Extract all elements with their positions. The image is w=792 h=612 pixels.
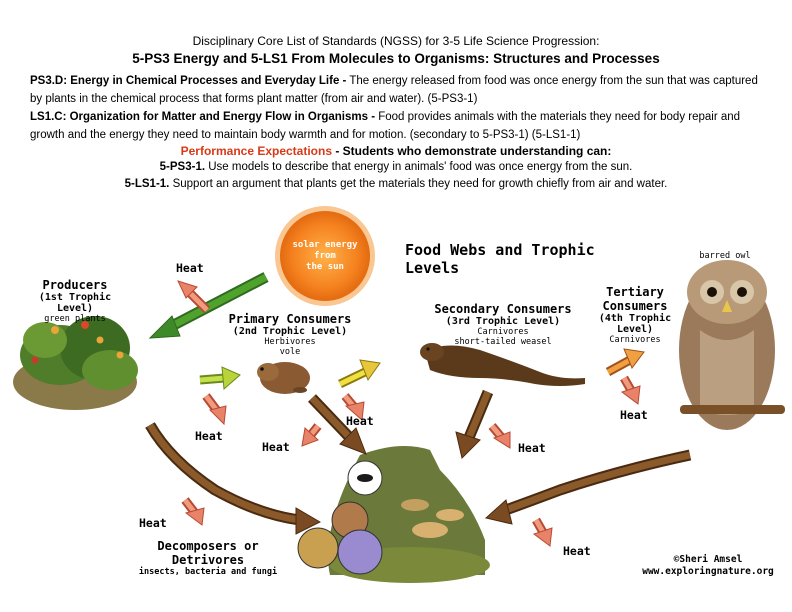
sun-to-producers-arrow bbox=[148, 272, 269, 339]
decomposers-example: insects, bacteria and fungi bbox=[138, 567, 278, 577]
heat-arrow-secondary bbox=[620, 375, 641, 405]
decomposers-label: Decomposers or Detrivores insects, bacte… bbox=[118, 539, 298, 577]
tertiary-consumers-label: Tertiary Consumers (4th Trophic Level) C… bbox=[580, 285, 690, 345]
weasel-illustration bbox=[420, 343, 585, 386]
tertiary-title-2: Consumers bbox=[602, 299, 668, 313]
performance-subtitle: - Students who demonstrate understanding… bbox=[332, 144, 612, 158]
performance-title: Performance Expectations bbox=[180, 144, 333, 158]
heat-arrow-decomposer-tertiary bbox=[532, 517, 553, 547]
energy-arrow-secondary-tertiary bbox=[605, 348, 645, 376]
pe1-code: 5-PS3-1. bbox=[159, 161, 206, 173]
performance-expectation-1: 5-PS3-1. Use models to describe that ene… bbox=[0, 161, 792, 173]
heat-label-decomposer-producers: Heat bbox=[139, 516, 167, 530]
sun-label-line-1: solar energy bbox=[292, 240, 358, 250]
decomposer-arrow-primary bbox=[308, 394, 367, 455]
decomposer-arrow-secondary bbox=[455, 389, 494, 459]
owl-example-label: barred owl bbox=[699, 251, 751, 261]
energy-arrow-primary-secondary bbox=[338, 359, 381, 389]
secondary-consumers-label: Secondary Consumers (3rd Trophic Level) … bbox=[428, 302, 578, 347]
secondary-example: short-tailed weasel bbox=[454, 337, 552, 347]
vole-illustration bbox=[257, 362, 310, 394]
tertiary-role: Carnivores bbox=[609, 335, 661, 345]
performance-heading: Performance Expectations - Students who … bbox=[0, 144, 792, 158]
sun-label: solar energy from the sun bbox=[280, 240, 370, 273]
decomposer-arrow-tertiary bbox=[484, 449, 692, 525]
heat-label-secondary: Heat bbox=[518, 441, 546, 455]
heat-arrow-primary bbox=[341, 393, 365, 422]
heat-label-tertiary: Heat bbox=[620, 408, 648, 422]
heat-arrow-decomposer-producers bbox=[181, 497, 205, 526]
credit-url: www.exploringnature.org bbox=[642, 566, 774, 577]
producers-label: Producers (1st Trophic Level) green plan… bbox=[20, 278, 130, 324]
header-line-1: Disciplinary Core List of Standards (NGS… bbox=[192, 34, 600, 48]
primary-consumers-label: Primary Consumers (2nd Trophic Level) He… bbox=[220, 312, 360, 357]
credit: ©Sheri Amsel www.exploringnature.org bbox=[628, 554, 788, 578]
decomposer-stump-illustration bbox=[297, 446, 490, 583]
heat-arrow-producers-primary bbox=[202, 393, 227, 426]
tertiary-title-1: Tertiary bbox=[606, 285, 664, 299]
energy-arrow-producers-primary bbox=[199, 366, 241, 391]
producers-example: green plants bbox=[44, 314, 106, 324]
pe1-text: Use models to describe that energy in an… bbox=[205, 161, 633, 173]
producers-level: (1st Trophic Level) bbox=[38, 292, 112, 314]
heat-label-decomposer-tertiary: Heat bbox=[563, 544, 591, 558]
decomposer-arrow-producers bbox=[145, 422, 322, 535]
food-web-illustration bbox=[13, 206, 785, 583]
heat-arrow-decomposer-primary bbox=[301, 423, 322, 447]
standard-ls1c-title: LS1.C: Organization for Matter and Energ… bbox=[30, 111, 376, 123]
secondary-level: (3rd Trophic Level) bbox=[445, 316, 561, 327]
standard-ps3d-text: The energy released from food was once e… bbox=[30, 75, 758, 105]
heat-label-primary: Heat bbox=[346, 414, 374, 428]
producers-title: Producers bbox=[42, 278, 108, 292]
performance-expectation-2: 5-LS1-1. Support an argument that plants… bbox=[0, 178, 792, 190]
sun-label-line-2: from bbox=[314, 251, 336, 261]
sun-label-line-3: the sun bbox=[306, 262, 344, 272]
diagram-title: Food Webs and Trophic Levels bbox=[405, 241, 595, 277]
primary-level: (2nd Trophic Level) bbox=[232, 326, 348, 337]
heat-label-producers-primary: Heat bbox=[195, 429, 223, 443]
standard-ps3d-title: PS3.D: Energy in Chemical Processes and … bbox=[30, 75, 347, 87]
tertiary-level: (4th Trophic Level) bbox=[598, 313, 672, 335]
credit-author: ©Sheri Amsel bbox=[673, 554, 743, 565]
heat-arrow-decomposer-secondary bbox=[488, 423, 511, 449]
barred-owl-illustration bbox=[679, 260, 785, 430]
heat-arrow-producers bbox=[177, 280, 211, 314]
green-plants-illustration bbox=[13, 316, 138, 410]
standard-ps3d: PS3.D: Energy in Chemical Processes and … bbox=[30, 72, 765, 108]
sun-icon bbox=[275, 206, 375, 306]
secondary-title: Secondary Consumers bbox=[434, 302, 572, 316]
heat-label-primary-down: Heat bbox=[262, 440, 290, 454]
primary-role: Herbivores bbox=[264, 337, 316, 347]
standard-ls1c-text: Food provides animals with the materials… bbox=[30, 111, 741, 141]
pe2-code: 5-LS1-1. bbox=[124, 178, 170, 190]
primary-example: vole bbox=[279, 347, 301, 357]
header-line-2: 5-PS3 Energy and 5-LS1 From Molecules to… bbox=[132, 51, 660, 66]
secondary-role: Carnivores bbox=[477, 327, 529, 337]
standard-ls1c: LS1.C: Organization for Matter and Energ… bbox=[30, 108, 765, 144]
primary-title: Primary Consumers bbox=[228, 312, 352, 326]
heat-label-producers: Heat bbox=[176, 261, 204, 275]
decomposers-title: Decomposers or Detrivores bbox=[157, 539, 259, 567]
pe2-text: Support an argument that plants get the … bbox=[169, 178, 668, 190]
